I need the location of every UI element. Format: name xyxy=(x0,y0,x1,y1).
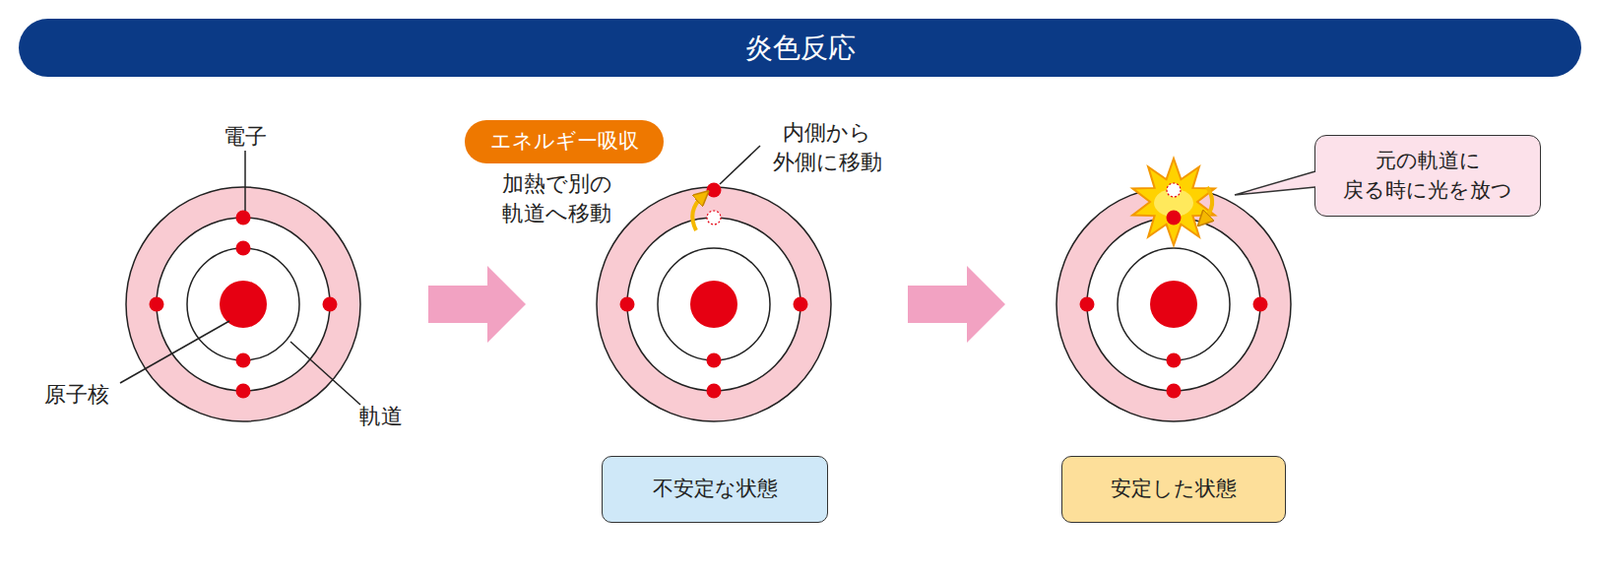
atomic-nucleus xyxy=(690,280,738,328)
node-text: 安定した状態 xyxy=(1110,474,1237,504)
electron xyxy=(1166,353,1182,369)
orbit xyxy=(187,248,300,361)
electron xyxy=(1253,297,1269,313)
node-text: 元の軌道に 戻る時に光を放つ xyxy=(1329,146,1527,205)
electron xyxy=(236,210,252,226)
title-banner xyxy=(18,18,1582,77)
atomic-nucleus xyxy=(1150,280,1198,328)
electron xyxy=(1166,210,1182,226)
callout-tail xyxy=(1234,171,1318,195)
electron xyxy=(706,183,722,198)
electron xyxy=(1080,297,1095,313)
state-box: 安定した状態 xyxy=(1061,455,1286,523)
node-text: 不安定な状態 xyxy=(652,474,778,504)
light-burst xyxy=(1132,158,1216,246)
state-box: 不安定な状態 xyxy=(601,455,829,523)
outer-orbit xyxy=(126,187,361,422)
outer-orbit xyxy=(1056,187,1291,422)
electron xyxy=(1166,384,1182,399)
electron xyxy=(236,384,252,399)
electron xyxy=(236,353,252,369)
electron xyxy=(149,297,165,313)
electron xyxy=(706,353,722,369)
electron xyxy=(236,241,252,256)
stage-arrow xyxy=(428,265,526,343)
diagram-title: 炎色反応 xyxy=(18,18,1582,77)
orbit xyxy=(627,217,801,391)
move-arrow xyxy=(1203,187,1213,221)
orbit xyxy=(156,217,330,391)
energy-badge: エネルギー吸収 xyxy=(464,120,664,164)
orbit xyxy=(1117,248,1230,361)
stage-arrow xyxy=(907,265,1006,343)
orbit xyxy=(657,248,770,361)
leader-line xyxy=(719,145,761,185)
leader-line xyxy=(120,320,230,384)
vacated-position xyxy=(706,210,721,225)
callout-box: 元の軌道に 戻る時に光を放つ xyxy=(1314,134,1541,217)
electron xyxy=(322,297,338,313)
callout-tail-outline xyxy=(1234,171,1316,195)
step-note: 加熱で別の 軌道へ移動 xyxy=(502,169,619,229)
move-arrow xyxy=(692,195,704,231)
node-text: エネルギー吸収 xyxy=(490,127,640,156)
electron xyxy=(793,297,809,313)
step-note: 内側から 外側に移動 xyxy=(764,118,891,178)
part-label: 軌道 xyxy=(356,401,406,432)
leader-line xyxy=(290,341,361,405)
atomic-nucleus xyxy=(219,280,267,328)
part-label: 電子 xyxy=(220,122,270,152)
part-label: 原子核 xyxy=(37,380,117,410)
electron xyxy=(706,384,722,399)
leader-line xyxy=(244,150,247,211)
outer-orbit xyxy=(596,187,832,422)
vacated-position xyxy=(1166,183,1181,197)
electron xyxy=(620,297,636,313)
